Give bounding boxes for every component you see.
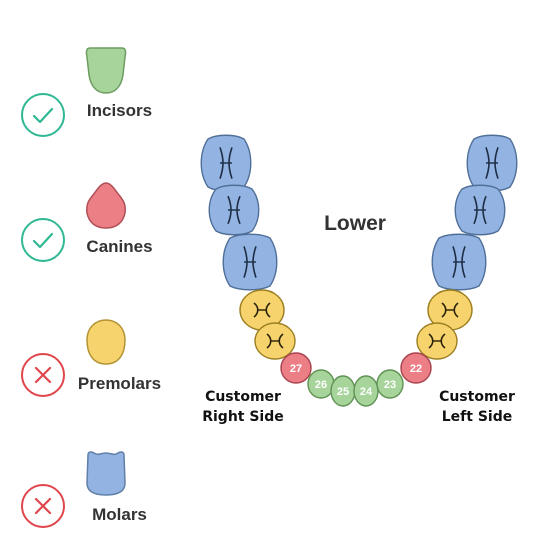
tooth-26: 26 [307, 369, 335, 399]
tooth-number: 24 [360, 386, 373, 398]
tooth-number: 27 [290, 363, 302, 375]
teeth-arch: 27 26 25 24 23 22 [200, 134, 518, 407]
legend-label: Molars [92, 505, 147, 524]
cross-circle-icon [21, 353, 65, 397]
tooth-number: 23 [384, 379, 396, 391]
legend-label: Canines [86, 237, 153, 256]
legend-label: Premolars [77, 374, 162, 393]
molar-tooth-icon [86, 451, 126, 496]
canine-tooth-icon [86, 182, 126, 229]
legend-item-premolars: Premolars [0, 318, 180, 418]
molar-tooth [431, 233, 487, 291]
cross-circle-icon [21, 484, 65, 528]
legend-item-canines: Canines [0, 181, 180, 281]
tooth-number: 25 [337, 386, 349, 398]
tooth-number: 22 [410, 363, 422, 375]
legend-item-incisors: Incisors [0, 45, 180, 145]
tooth-24: 24 [353, 375, 379, 407]
molar-tooth [466, 134, 518, 192]
check-circle-icon [21, 93, 65, 137]
tooth-25: 25 [330, 375, 356, 407]
legend-item-molars: Molars [0, 449, 180, 549]
molar-tooth [454, 184, 506, 236]
molar-tooth [208, 184, 260, 236]
premolar-tooth [254, 322, 296, 360]
tooth-23: 23 [376, 369, 404, 399]
jaw-title: Lower [324, 212, 386, 235]
molar-tooth [222, 233, 278, 291]
legend-label: Incisors [86, 101, 153, 120]
tooth-22: 22 [400, 352, 432, 384]
premolar-tooth [416, 322, 458, 360]
molar-tooth [200, 134, 252, 192]
tooth-number: 26 [315, 379, 327, 391]
check-circle-icon [21, 218, 65, 262]
incisor-tooth-icon [85, 47, 127, 94]
premolar-tooth-icon [86, 319, 126, 365]
tooth-27: 27 [280, 352, 312, 384]
